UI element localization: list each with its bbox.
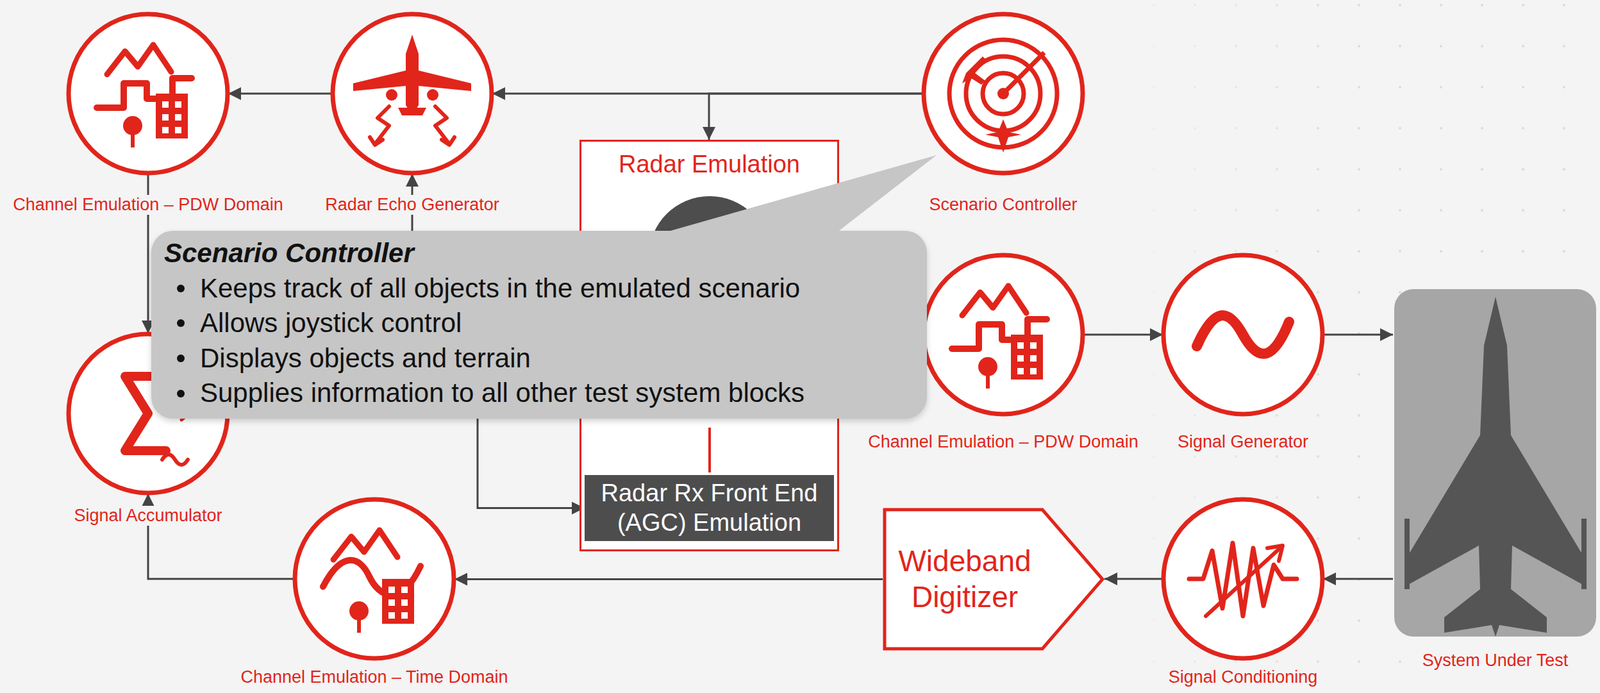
node-label: Signal Accumulator — [69, 505, 226, 526]
bullet-text: Displays objects and terrain — [200, 341, 531, 377]
callout-pointer — [151, 230, 158, 238]
connector-arrow — [228, 413, 585, 509]
bullet-text: Keeps track of all objects in the emulat… — [200, 271, 800, 307]
node-label: Signal Generator — [1173, 432, 1313, 452]
receiver-text: Radar Rx Front End (AGC) Emulation — [589, 478, 829, 538]
bullet-row: Allows joystick control — [164, 305, 912, 342]
connector-arrow — [454, 578, 883, 581]
callout-heading: Scenario Controller — [164, 235, 912, 272]
node-label: Channel Emulation – PDW Domain — [864, 432, 1143, 452]
circle-outline — [921, 252, 1086, 417]
dot-fade — [1089, 0, 1347, 693]
callout-box: Scenario ControllerKeeps track of all ob… — [151, 230, 927, 419]
connector-arrow — [1323, 578, 1393, 581]
circle-outline — [330, 11, 495, 176]
bullet-row: Keeps track of all objects in the emulat… — [164, 271, 912, 307]
connector-arrow — [1323, 333, 1393, 336]
bullet-row: Displays objects and terrain — [164, 341, 912, 377]
digitizer-text: Wideband Digitizer — [891, 543, 1039, 615]
node-label: System Under Test — [1418, 650, 1573, 671]
icon-circle: Radar Echo Generator — [330, 11, 495, 176]
circle-outline — [1160, 496, 1325, 661]
circle-outline — [921, 11, 1086, 176]
receiver-box: Radar Rx Front End (AGC) Emulation — [584, 475, 834, 542]
bullet-text: Allows joystick control — [200, 305, 462, 342]
icon-circle: Channel Emulation – PDW Domain — [66, 11, 231, 176]
node-label: Signal Conditioning — [1164, 667, 1322, 688]
node-label: Channel Emulation – Time Domain — [236, 667, 512, 688]
connector-arrow — [228, 92, 333, 95]
bullet-dot — [176, 354, 185, 363]
box-title: Radar Emulation — [581, 141, 838, 179]
bullet-dot — [176, 389, 185, 398]
digitizer-pentagon: Wideband Digitizer — [882, 507, 1105, 651]
bullet-text: Supplies information to all other test s… — [200, 375, 805, 411]
circle-outline — [66, 11, 231, 176]
pentagon-outline — [882, 507, 1105, 651]
dot-grid — [1089, 0, 1600, 693]
circle-outline — [1160, 252, 1325, 417]
connector-arrow — [1083, 333, 1163, 336]
icon-circle: Signal Conditioning — [1160, 496, 1325, 661]
icon-circle: Channel Emulation – PDW Domain — [921, 252, 1086, 417]
bullet-row: Supplies information to all other test s… — [164, 375, 912, 411]
node-label: Channel Emulation – PDW Domain — [8, 194, 288, 215]
node-label: Radar Echo Generator — [321, 194, 504, 215]
icon-circle: Signal Generator — [1160, 252, 1325, 417]
bullet-dot — [176, 319, 185, 327]
icon-circle: Channel Emulation – Time Domain — [292, 496, 457, 661]
bullet-dot — [176, 284, 185, 293]
circle-outline — [292, 496, 457, 661]
jet-illustration — [1392, 287, 1598, 638]
connector-arrow — [1104, 578, 1163, 581]
system-under-test: System Under Test — [1392, 287, 1598, 638]
node-label: Scenario Controller — [925, 194, 1081, 215]
icon-circle: Scenario Controller — [921, 11, 1086, 176]
connector-arrow — [708, 93, 924, 140]
